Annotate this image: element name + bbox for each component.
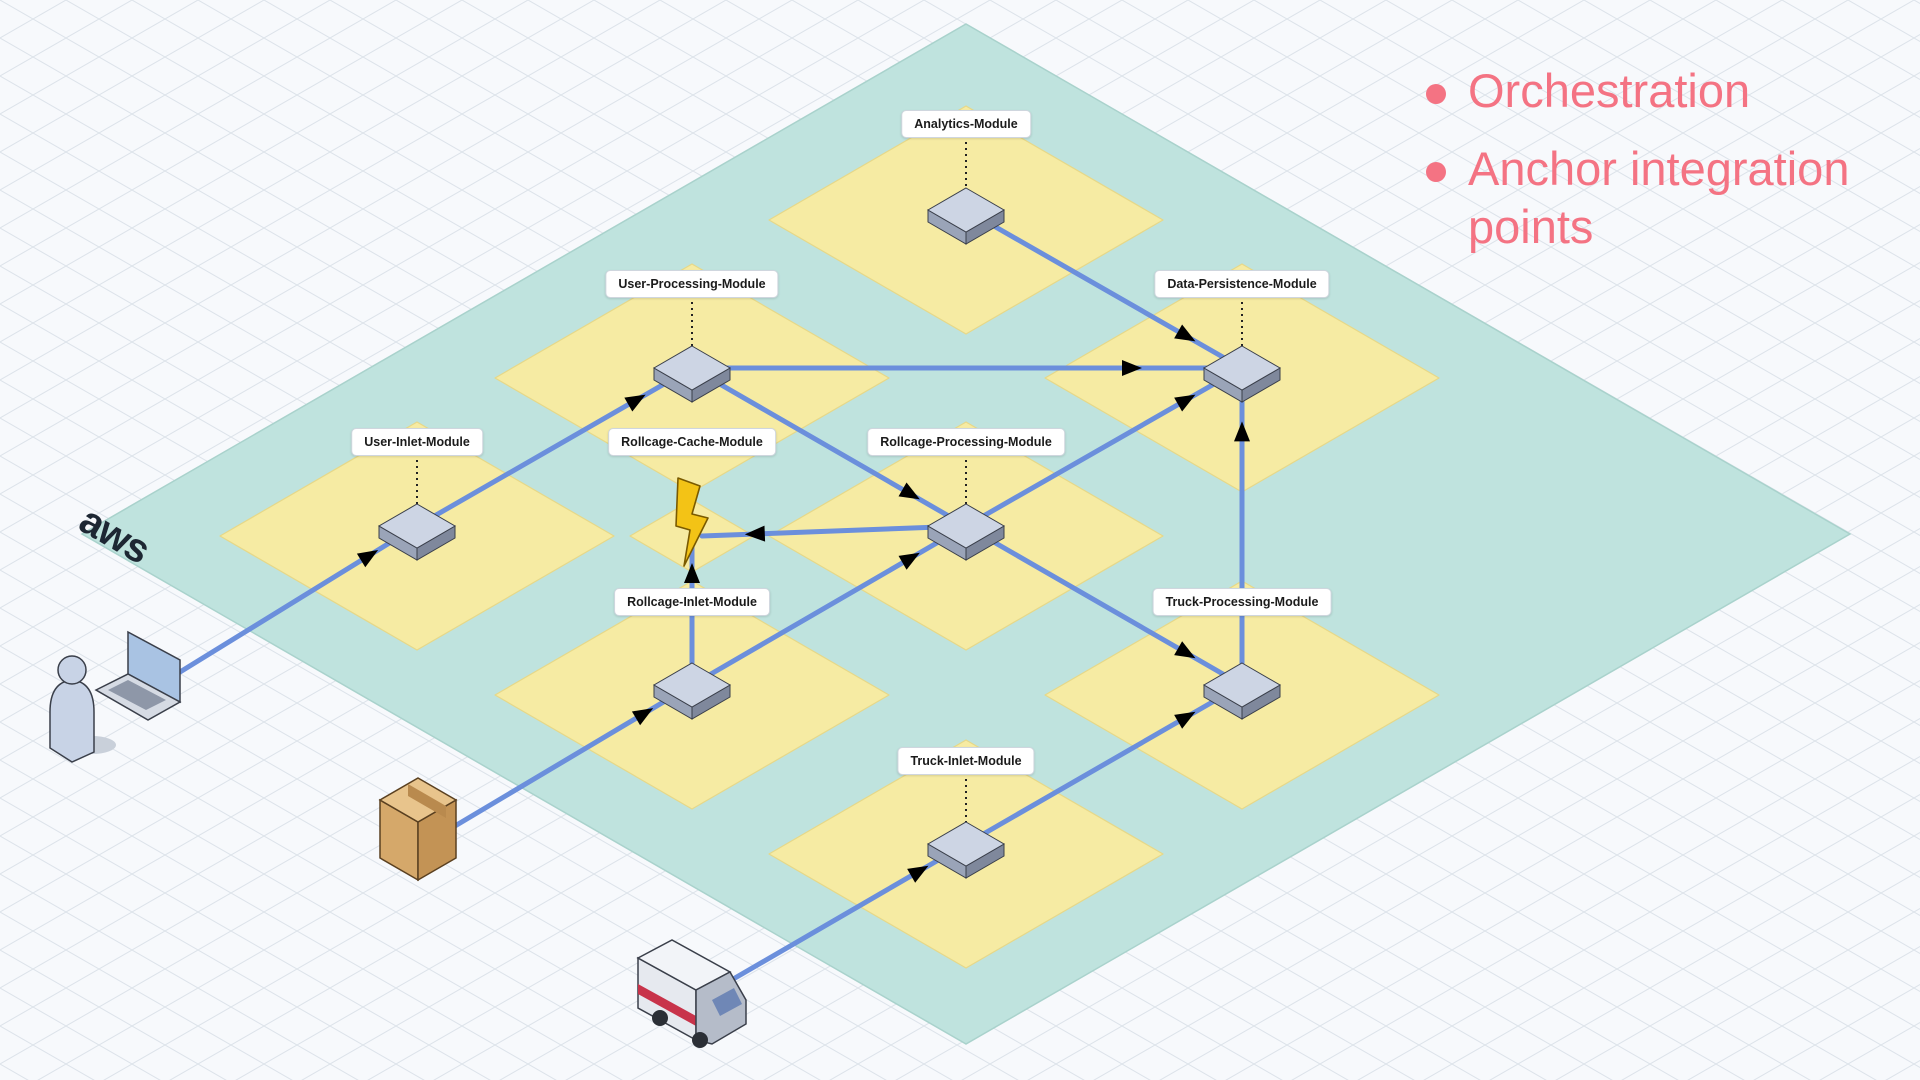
connection-truck-inlet-to-truck-processing: [963, 682, 1245, 847]
bullet-item-orchestration: Orchestration: [1418, 62, 1898, 120]
user-laptop-icon: [49, 630, 182, 763]
module-label-truck-inlet: Truck-Inlet-Module: [897, 747, 1035, 775]
arrowhead: [1122, 360, 1142, 376]
arrowhead: [744, 525, 766, 542]
module-label-data-persistence: Data-Persistence-Module: [1154, 270, 1330, 298]
bullet-dot: [1426, 84, 1446, 104]
connection-user-processing-to-rollcage-processing: [689, 365, 969, 529]
connection-rollcage-inlet-to-rollcage-processing: [689, 523, 969, 688]
connection-analytics-to-data-persistence: [963, 207, 1245, 371]
module-node-data-persistence[interactable]: [1203, 345, 1281, 403]
connection-rollcage-processing-to-truck-processing: [963, 523, 1245, 688]
module-node-rollcage-processing[interactable]: [927, 503, 1005, 561]
bullet-list: Orchestration Anchor integration points: [1418, 62, 1898, 276]
arrowhead: [631, 708, 654, 726]
arrowhead: [1174, 324, 1196, 342]
module-node-truck-inlet[interactable]: [927, 821, 1005, 879]
arrowhead: [907, 865, 929, 883]
arrowhead: [684, 563, 700, 583]
arrowhead: [1174, 711, 1196, 729]
connection-user-inlet-to-user-processing: [414, 365, 695, 529]
connection-rollcage-processing-to-data-persistence: [963, 365, 1245, 529]
arrowhead: [1174, 394, 1196, 412]
module-label-rollcage-processing: Rollcage-Processing-Module: [867, 428, 1065, 456]
module-node-truck-processing[interactable]: [1203, 662, 1281, 720]
lightning-icon[interactable]: [675, 477, 709, 567]
module-node-user-processing[interactable]: [653, 345, 731, 403]
module-node-rollcage-inlet[interactable]: [653, 662, 731, 720]
bullet-dot: [1426, 162, 1446, 182]
delivery-truck-icon: [636, 939, 747, 1048]
module-node-user-inlet[interactable]: [378, 503, 456, 561]
module-label-rollcage-inlet: Rollcage-Inlet-Module: [614, 588, 770, 616]
bullet-item-anchor-integration: Anchor integration points: [1418, 140, 1898, 256]
package-box-icon: [378, 777, 458, 882]
module-label-truck-processing: Truck-Processing-Module: [1152, 588, 1332, 616]
arrowhead: [1174, 641, 1196, 659]
bullet-text: Anchor integration points: [1468, 142, 1850, 253]
arrowhead: [898, 482, 920, 500]
module-label-analytics: Analytics-Module: [901, 110, 1031, 138]
arrowhead: [898, 552, 920, 570]
module-label-user-processing: User-Processing-Module: [605, 270, 779, 298]
arrowhead: [624, 394, 646, 412]
arrowhead: [1234, 421, 1250, 442]
bullet-text: Orchestration: [1468, 64, 1751, 117]
arrowhead: [356, 549, 379, 568]
module-label-rollcage-cache: Rollcage-Cache-Module: [608, 428, 776, 456]
module-node-analytics[interactable]: [927, 187, 1005, 245]
module-label-user-inlet: User-Inlet-Module: [351, 428, 483, 456]
